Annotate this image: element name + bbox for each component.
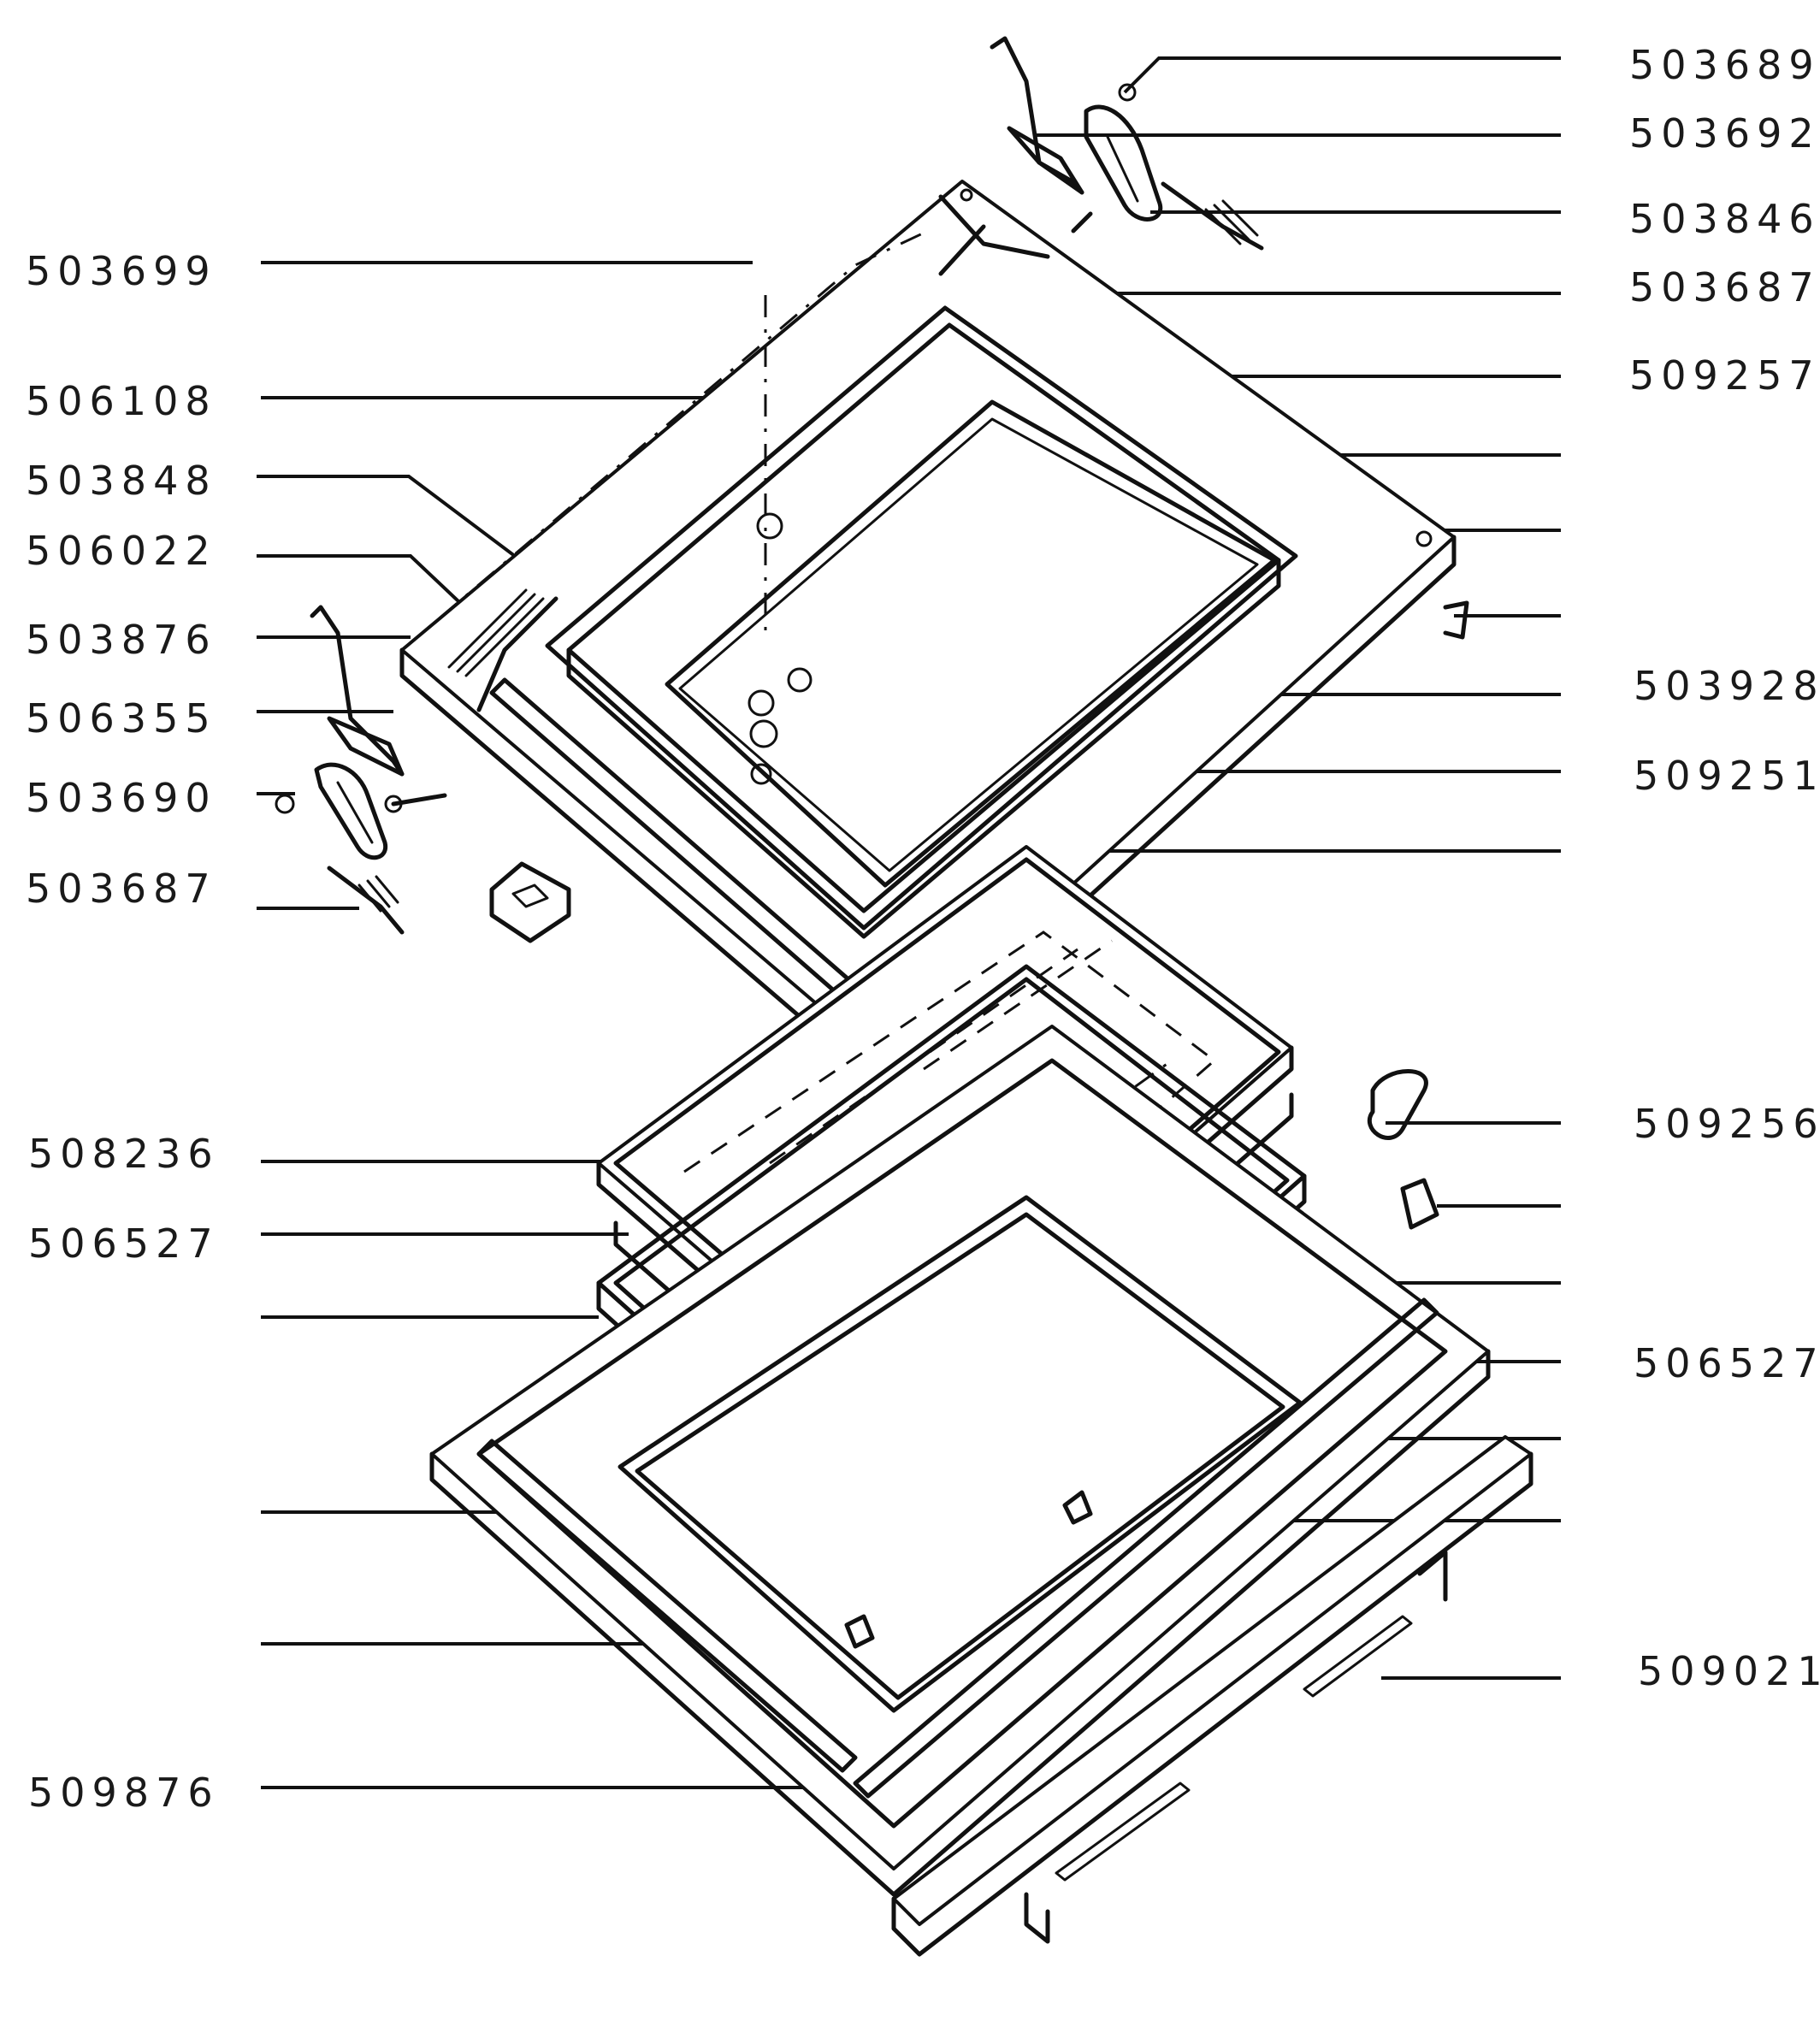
label-503699: 503699 <box>26 248 217 294</box>
door-handle <box>891 1435 1533 1957</box>
label-503690: 503690 <box>26 775 217 821</box>
right-labels: 503689 503692 503846 503687 509257 50392… <box>1629 42 1820 1694</box>
label-503687-right: 503687 <box>1629 264 1820 310</box>
left-hinge-assembly <box>275 588 571 943</box>
label-506108: 506108 <box>26 378 217 424</box>
label-509256: 509256 <box>1634 1101 1820 1147</box>
top-hinge-assembly <box>938 36 1264 276</box>
label-503689: 503689 <box>1629 42 1820 88</box>
label-503928: 503928 <box>1634 663 1820 709</box>
label-509876: 509876 <box>28 1770 220 1816</box>
label-503687-left: 503687 <box>26 866 217 912</box>
label-506022: 506022 <box>26 528 217 574</box>
label-508236: 508236 <box>28 1131 220 1177</box>
label-509257: 509257 <box>1629 352 1820 399</box>
label-503876: 503876 <box>26 617 217 663</box>
label-506355: 506355 <box>26 695 217 742</box>
label-506527-left: 506527 <box>28 1220 220 1267</box>
label-509021: 509021 <box>1638 1648 1820 1694</box>
label-503848: 503848 <box>26 458 217 504</box>
label-509251: 509251 <box>1634 753 1820 799</box>
right-small-parts <box>1367 600 1469 1230</box>
upper-door-frame <box>399 180 1457 1089</box>
label-503846: 503846 <box>1629 196 1820 242</box>
outer-door-panel <box>429 1025 1491 1897</box>
label-503692: 503692 <box>1629 110 1820 157</box>
label-506527-right: 506527 <box>1634 1340 1820 1386</box>
left-labels: 503699 506108 503848 506022 503876 50635… <box>26 248 220 1816</box>
